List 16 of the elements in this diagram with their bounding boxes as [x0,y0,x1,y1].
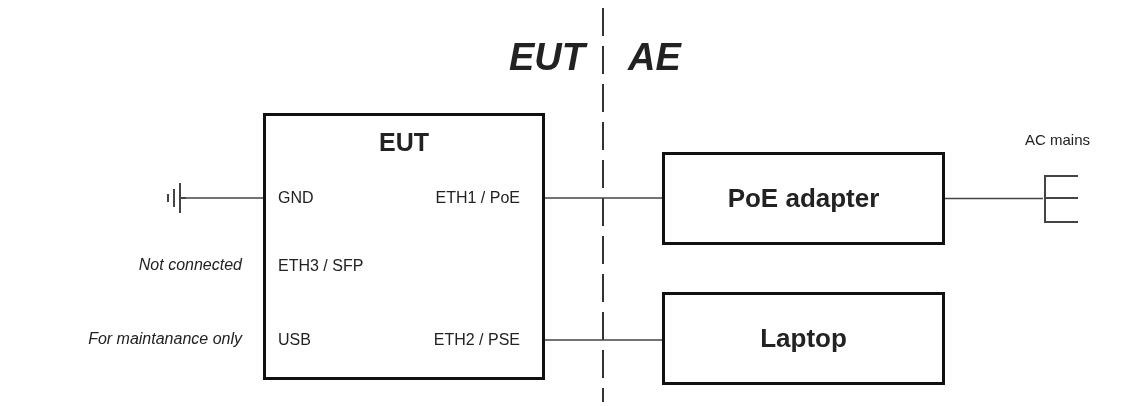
port-label: ETH3 / SFP [266,254,396,278]
box-title: EUT [378,128,430,157]
device-box: PoE adapter [662,152,945,245]
port-label: USB [266,328,376,352]
ground-symbol [164,183,186,213]
note-text: Not connected [137,256,242,274]
note-text: For maintanance only [87,330,242,348]
eut-box [263,113,545,380]
port-label: GND [266,186,376,210]
plug-symbol [1043,174,1079,224]
device-box: Laptop [662,292,945,385]
supply-label: AC mains [1024,131,1091,148]
side-heading: AE [628,36,683,79]
connection-line [944,197,1044,200]
port-label: ETH2 / PSE [402,328,532,352]
port-label: ETH1 / PoE [402,186,532,210]
